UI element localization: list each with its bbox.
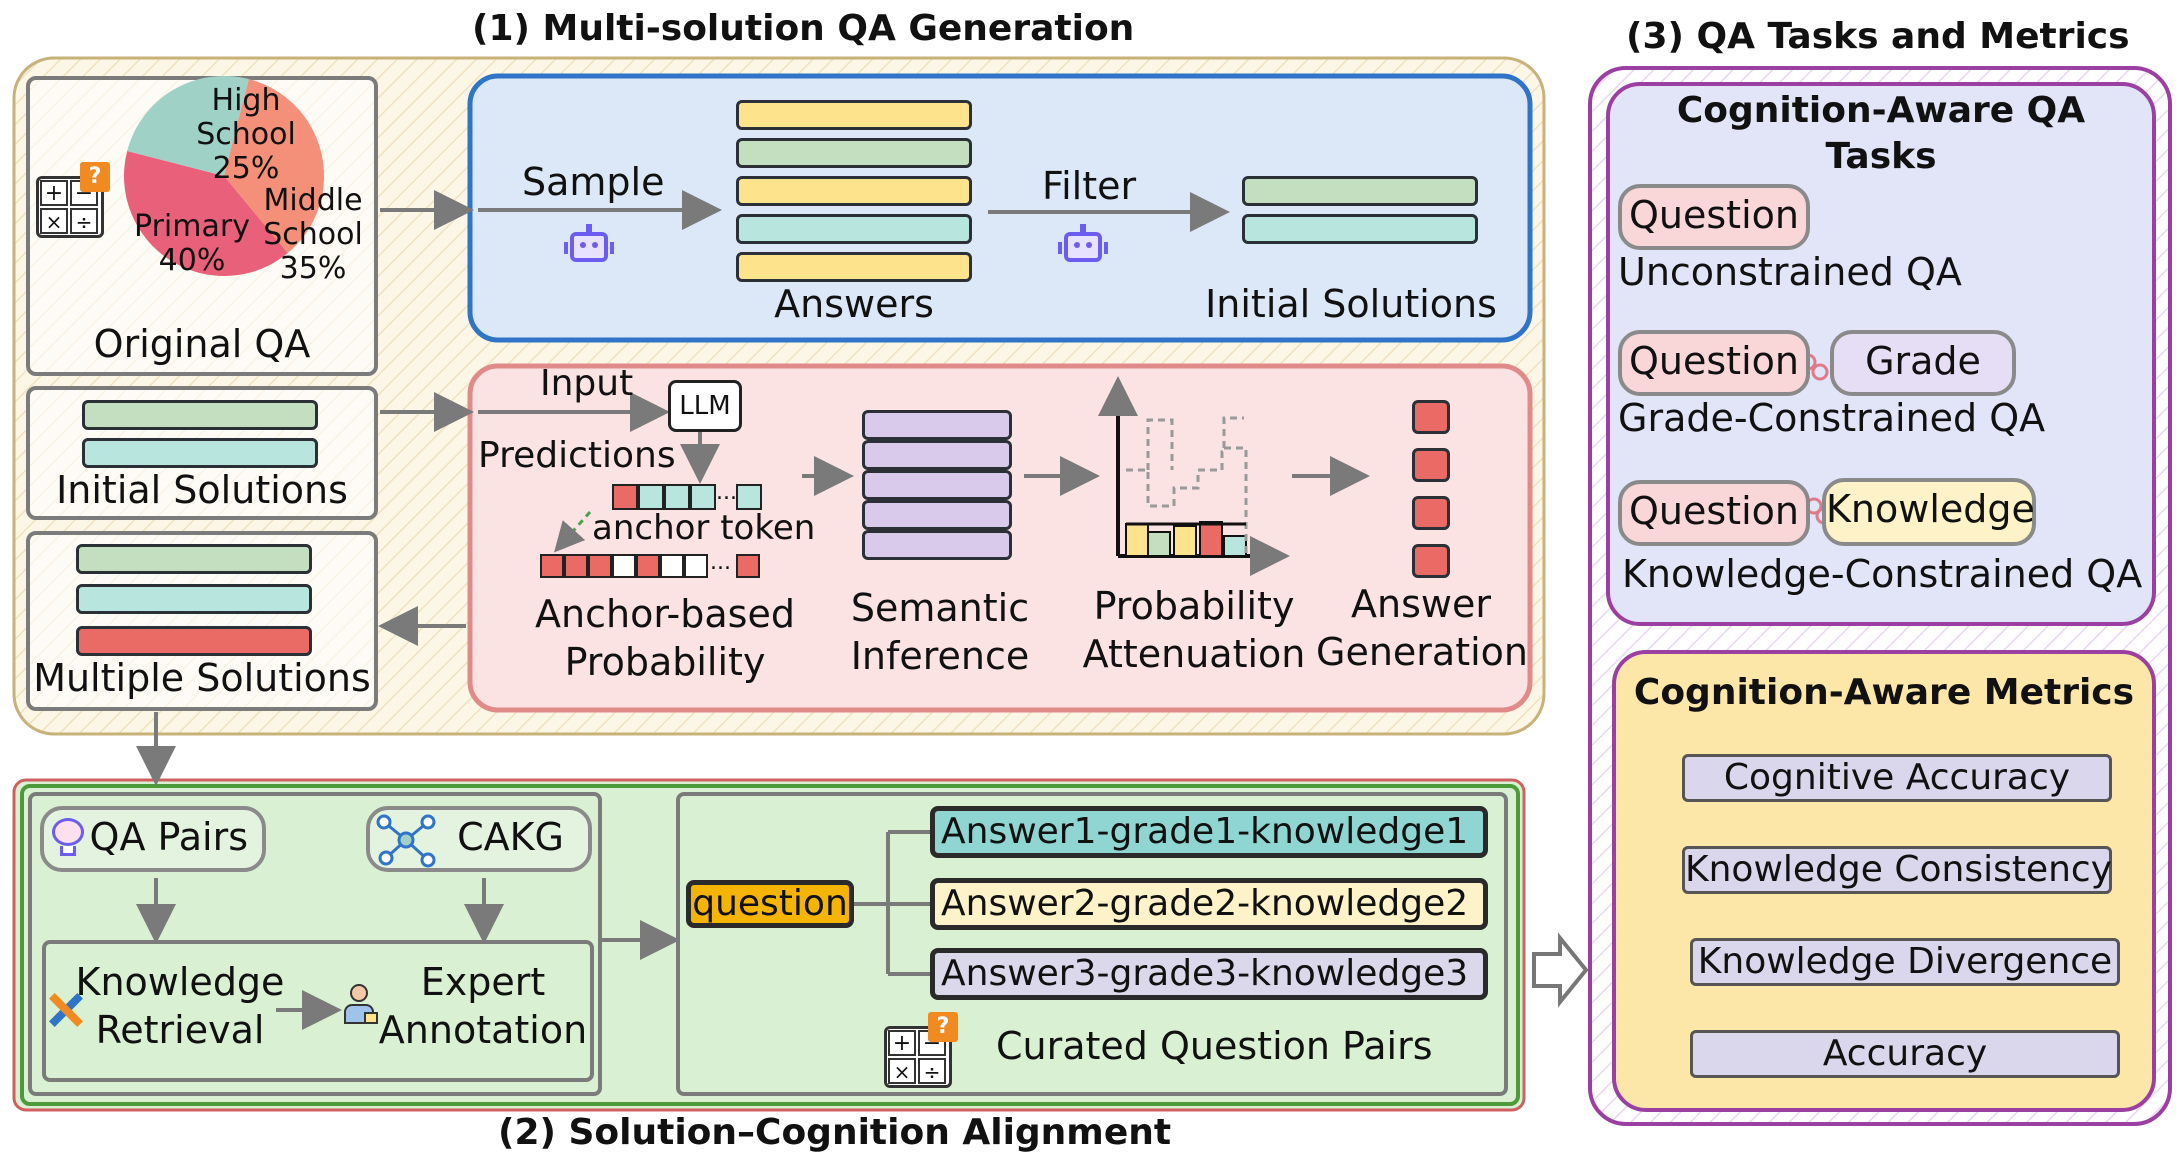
answers-label: Answers [774, 282, 934, 326]
multiple-solutions-label: Multiple Solutions [33, 656, 371, 700]
anchor-token-label: anchor token [592, 508, 816, 548]
filter-label: Filter [1042, 164, 1137, 208]
grade-pill: Grade [1830, 330, 2016, 396]
semantic-bar-4 [862, 500, 1012, 530]
pie-slice-2 [124, 151, 288, 276]
pie-label-primary: Primary 40% [134, 209, 250, 278]
retrieval-box [28, 792, 602, 1096]
prediction-tokens: ... [612, 480, 772, 512]
semantic-inference-label: Semantic Inference [850, 586, 1030, 678]
multiple-solutions-box [26, 531, 378, 711]
anchor-probability-label: Anchor-based Probability [535, 592, 795, 684]
metric-knowledge-divergence: Knowledge Divergence [1690, 938, 2120, 986]
metrics-title: Cognition-Aware Metrics [1633, 672, 2135, 713]
pie-chart [124, 75, 324, 276]
pie-slice-1 [224, 79, 324, 254]
knowledge-annotation-box [42, 940, 594, 1082]
to-section3-arrow [1532, 932, 1589, 1008]
answer-generation-label: Answer Generation [1316, 582, 1528, 674]
sample-label: Sample [522, 160, 665, 204]
question-pill-3: Question [1618, 480, 1810, 546]
multi-bar-3 [76, 626, 312, 656]
knowledge-pill: Knowledge [1822, 478, 2036, 546]
gen-block-2 [1412, 448, 1450, 482]
unconstrained-label: Unconstrained QA [1618, 250, 1962, 294]
attenuation-chart [1098, 376, 1290, 576]
initial-bar-1 [82, 400, 318, 430]
knowledge-retrieval-label: Knowledge Retrieval [75, 960, 285, 1052]
calculator-question-icon: + − × ÷ ? [36, 162, 112, 238]
answer-bar-1 [736, 100, 972, 130]
calculator-question-icon-2: + − × ÷ ? [884, 1012, 960, 1088]
initial-solution-bar-1 [1242, 176, 1478, 206]
semantic-bar-3 [862, 470, 1012, 500]
question-pill-1: Question [1618, 184, 1810, 250]
expert-annotation-label: Expert Annotation [378, 960, 588, 1052]
gen-block-3 [1412, 496, 1450, 530]
probability-attenuation-label: Probability Attenuation [1082, 584, 1306, 676]
anchor-tokens: ... [540, 550, 770, 582]
answer-node-3: Answer3-grade3-knowledge3 [930, 948, 1488, 1000]
semantic-bar-5 [862, 530, 1012, 560]
graph-icon [374, 812, 438, 868]
tasks-title: Cognition-Aware QA Tasks [1676, 90, 2086, 177]
cakg-pill: CAKG [366, 806, 592, 872]
grade-constrained-label: Grade-Constrained QA [1618, 396, 2046, 440]
section1-title: (1) Multi-solution QA Generation [472, 8, 1135, 49]
robot-icon [564, 224, 614, 268]
robot-icon-2 [1058, 224, 1108, 268]
multi-bar-1 [76, 544, 312, 574]
answer-bar-2 [736, 138, 972, 168]
initial-solution-bar-2 [1242, 214, 1478, 244]
answer-bar-3 [736, 176, 972, 206]
question-node: question [686, 880, 854, 928]
original-qa-label: Original QA [93, 322, 311, 366]
semantic-bar-2 [862, 440, 1012, 470]
pie-slice-0 [127, 75, 249, 176]
metric-cognitive-accuracy: Cognitive Accuracy [1682, 754, 2112, 802]
knowledge-constrained-label: Knowledge-Constrained QA [1622, 552, 2143, 596]
brain-icon [50, 818, 86, 858]
metric-knowledge-consistency: Knowledge Consistency [1682, 846, 2112, 894]
pie-label-high: High School 25% [196, 83, 296, 186]
initial-bar-2 [82, 438, 318, 468]
gen-block-4 [1412, 544, 1450, 578]
multi-bar-2 [76, 584, 312, 614]
pie-label-middle: Middle School 35% [263, 183, 363, 286]
expert-icon [340, 984, 378, 1028]
gen-block-1 [1412, 400, 1450, 434]
curated-label: Curated Question Pairs [996, 1024, 1433, 1068]
initial-solutions-label: Initial Solutions [1205, 282, 1497, 326]
input-label: Input [540, 363, 634, 404]
section3-title: (3) QA Tasks and Metrics [1626, 16, 2130, 57]
llm-box: LLM [668, 380, 742, 432]
question-pill-2: Question [1618, 330, 1810, 396]
answer-bar-5 [736, 252, 972, 282]
metric-accuracy: Accuracy [1690, 1030, 2120, 1078]
semantic-bar-1 [862, 410, 1012, 440]
answer-bar-4 [736, 214, 972, 244]
predictions-label: Predictions [478, 435, 676, 476]
answer-node-1: Answer1-grade1-knowledge1 [930, 806, 1488, 858]
initial-solutions-box-label: Initial Solutions [56, 468, 348, 512]
section2-title: (2) Solution–Cognition Alignment [498, 1112, 1172, 1153]
answer-node-2: Answer2-grade2-knowledge2 [930, 878, 1488, 930]
